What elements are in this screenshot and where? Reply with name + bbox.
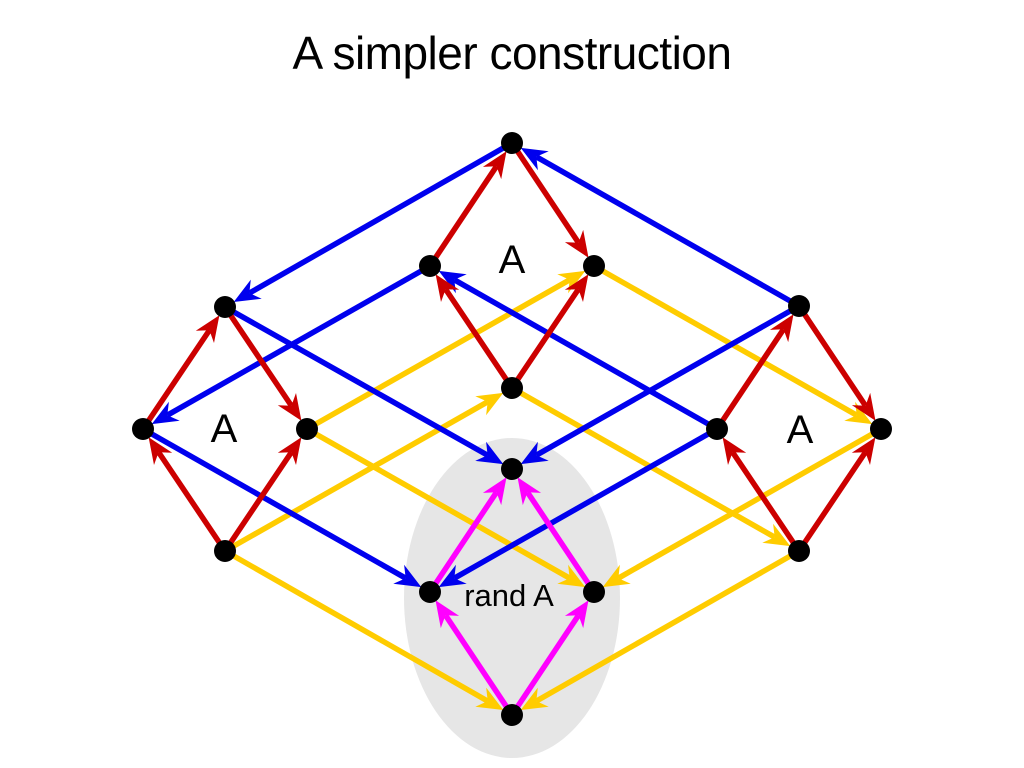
edge-yellow-r4-to-b4	[534, 548, 801, 704]
arrowhead-yellow	[475, 392, 504, 416]
node-r4	[788, 540, 810, 562]
arrowhead-red	[482, 151, 507, 180]
edge-blue-r2-to-tl	[452, 277, 719, 432]
node-layer	[132, 132, 892, 726]
edge-red-l1-to-l3	[222, 305, 294, 408]
arrowhead-blue	[520, 147, 549, 171]
node-b2	[419, 581, 441, 603]
node-r2	[706, 418, 728, 440]
edge-yellow-l4-to-b4	[223, 548, 490, 704]
edge-magenta-b3-to-b1	[525, 490, 597, 594]
node-tr	[583, 255, 605, 277]
arrowhead-magenta	[435, 600, 460, 629]
node-l4	[214, 540, 236, 562]
arrowhead-magenta	[564, 600, 589, 629]
edge-layer	[140, 140, 883, 717]
arrowhead-red	[148, 437, 173, 465]
arrowhead-red	[769, 314, 794, 343]
edge-red-r2-to-r1	[714, 327, 786, 431]
edge-red-l2-to-l1	[140, 328, 212, 431]
highlight-region	[404, 438, 620, 758]
arrowhead-yellow	[520, 687, 549, 710]
arrowhead-blue	[233, 279, 262, 302]
arrowhead-red	[564, 274, 589, 302]
edge-blue-l1-to-b1	[223, 304, 489, 458]
arrowhead-blue	[151, 401, 180, 425]
edge-magenta-b2-to-b1	[427, 490, 499, 594]
edge-red-tm-to-tl	[443, 287, 515, 390]
arrowhead-yellow	[844, 401, 873, 425]
edge-yellow-tr-to-r3	[592, 263, 859, 418]
node-t	[501, 132, 523, 154]
slide-title: A simpler construction	[292, 27, 732, 79]
edge-blue-l2-to-b2	[141, 426, 408, 581]
arrowhead-yellow	[475, 687, 504, 710]
node-l3	[296, 418, 318, 440]
arrowhead-red	[195, 315, 220, 343]
edge-yellow-r3-to-b3	[616, 426, 883, 581]
arrowhead-blue	[520, 441, 549, 465]
label-left-cube: A	[211, 407, 238, 451]
edge-blue-tl-to-l2	[165, 263, 432, 418]
node-r1	[788, 295, 810, 317]
edge-magenta-b4-to-b2	[443, 613, 515, 717]
edge-yellow-l4-to-tm	[223, 399, 490, 554]
edge-yellow-l3-to-b3	[305, 426, 572, 581]
arrowhead-blue	[393, 564, 422, 588]
node-l1	[214, 296, 236, 318]
edge-red-tl-to-t	[427, 164, 499, 268]
arrowhead-magenta	[482, 477, 507, 506]
arrowhead-red	[851, 392, 876, 421]
arrowhead-yellow	[602, 564, 631, 588]
edge-red-tm-to-tr	[509, 287, 581, 390]
node-r3	[870, 418, 892, 440]
arrowhead-yellow	[762, 523, 791, 547]
edge-yellow-l3-to-tr	[305, 277, 572, 432]
arrowhead-red	[277, 437, 302, 465]
node-b4	[501, 704, 523, 726]
edge-magenta-b4-to-b3	[509, 613, 581, 717]
arrowhead-blue	[438, 270, 467, 294]
edge-red-r4-to-r2	[730, 450, 802, 553]
label-right-cube: A	[787, 408, 814, 452]
edge-red-r4-to-r3	[796, 450, 868, 553]
node-l2	[132, 418, 154, 440]
node-b3	[583, 581, 605, 603]
edge-red-t-to-tr	[509, 141, 581, 245]
arrowhead-yellow	[557, 564, 586, 588]
arrowhead-yellow	[557, 270, 586, 294]
node-tl	[419, 255, 441, 277]
node-b1	[501, 458, 523, 480]
label-center-cube: rand A	[464, 578, 554, 613]
edge-blue-t-to-l1	[247, 140, 514, 296]
arrowhead-magenta	[517, 477, 542, 506]
arrowhead-red	[722, 437, 747, 465]
node-tm	[501, 377, 523, 399]
arrowhead-blue	[475, 441, 504, 465]
edge-red-l4-to-l2	[156, 450, 228, 553]
arrowhead-red	[851, 437, 876, 465]
edge-red-r1-to-r3	[796, 304, 868, 408]
label-top-cube: A	[499, 238, 526, 282]
edge-blue-r2-to-b2	[452, 426, 719, 581]
edge-blue-r1-to-t	[534, 154, 801, 309]
arrowhead-red	[277, 393, 302, 421]
arrowhead-red	[564, 229, 589, 258]
edge-red-l4-to-l3	[222, 450, 294, 553]
arrowhead-red	[435, 274, 460, 302]
edge-blue-r1-to-b1	[534, 303, 801, 458]
arrowhead-blue	[438, 564, 467, 588]
